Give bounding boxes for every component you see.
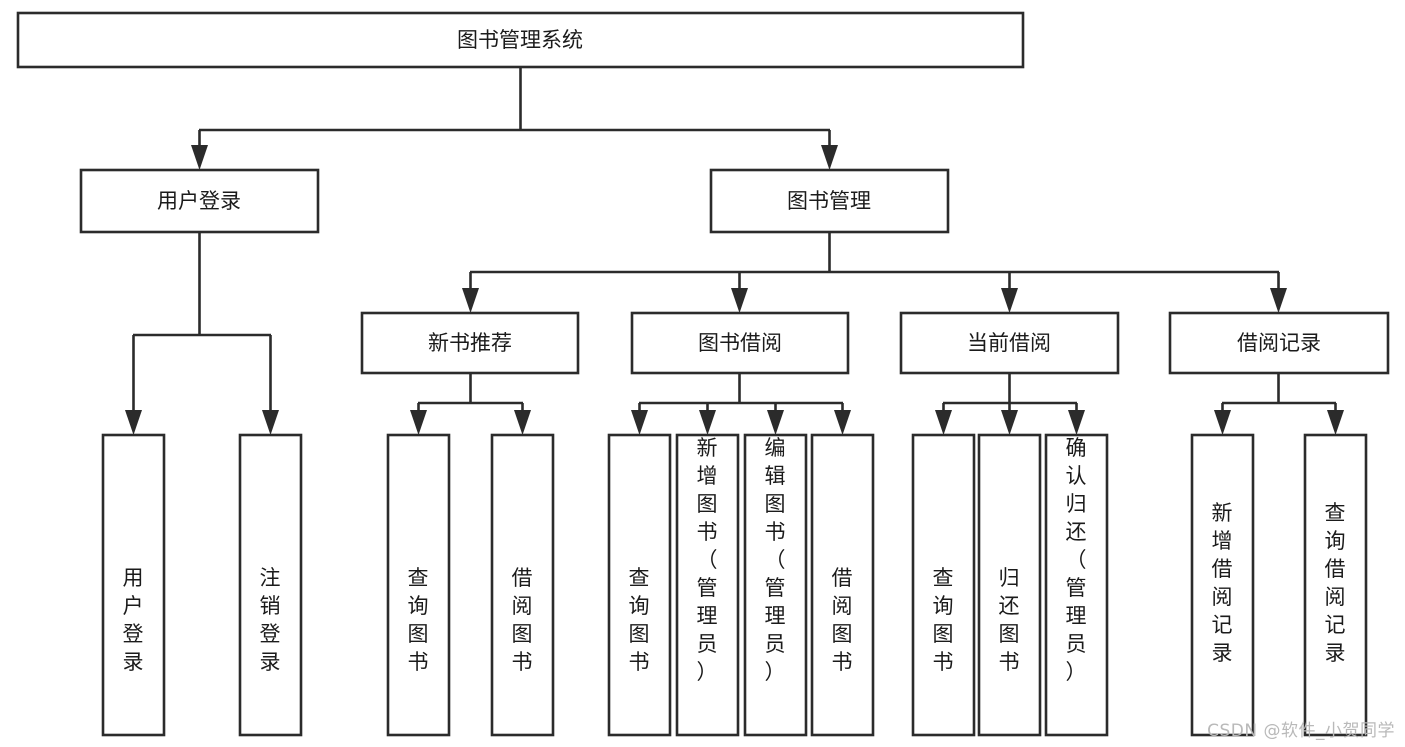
edge-group-root xyxy=(191,67,838,170)
node-leaf-logout-login[interactable]: 注销登录 xyxy=(238,433,303,737)
node-leaf-user-login-label: 用户登录 xyxy=(123,566,144,674)
node-leaf-add-book-label: 新增图书（管理员） xyxy=(697,436,718,684)
node-leaf-logout-login-label: 注销登录 xyxy=(260,566,281,674)
arrow-book-mgmt-to-new-book xyxy=(462,288,479,313)
node-leaf-edit-book-box[interactable] xyxy=(743,433,808,737)
node-leaf-logout-login-box[interactable] xyxy=(238,433,303,737)
edge-group-user-login xyxy=(125,232,279,435)
node-leaf-query-record[interactable]: 查询借阅记录 xyxy=(1303,433,1368,737)
node-borrow-record-label: 借阅记录 xyxy=(1237,331,1321,355)
node-user-login[interactable]: 用户登录 xyxy=(79,168,320,234)
node-leaf-query-book-2[interactable]: 查询图书 xyxy=(607,433,672,737)
node-leaf-user-login-box[interactable] xyxy=(101,433,166,737)
node-user-login-label: 用户登录 xyxy=(157,189,241,213)
node-leaf-query-book-1-box[interactable] xyxy=(386,433,451,737)
node-leaf-user-login[interactable]: 用户登录 xyxy=(101,433,166,737)
arrow-new-book-to-query xyxy=(410,410,427,435)
node-leaf-borrow-book-1-box[interactable] xyxy=(490,433,555,737)
node-leaf-add-book[interactable]: 新增图书（管理员） xyxy=(675,433,740,737)
node-leaf-query-book-3-box[interactable] xyxy=(911,433,976,737)
node-leaf-query-book-2-label: 查询图书 xyxy=(629,566,650,674)
node-leaf-borrow-book-1[interactable]: 借阅图书 xyxy=(490,433,555,737)
node-borrow-record-box[interactable] xyxy=(1168,311,1390,375)
node-current-borrow[interactable]: 当前借阅 xyxy=(899,311,1120,375)
node-leaf-query-record-box[interactable] xyxy=(1303,433,1368,737)
node-root[interactable]: 图书管理系统 xyxy=(16,11,1025,69)
arrow-book-borrow-to-borrow xyxy=(834,410,851,435)
node-leaf-edit-book[interactable]: 编辑图书（管理员） xyxy=(743,433,808,737)
node-leaf-add-record[interactable]: 新增借阅记录 xyxy=(1190,433,1255,737)
arrow-user-login-to-leaf2 xyxy=(262,410,279,435)
arrow-book-mgmt-to-borrow-record xyxy=(1270,288,1287,313)
node-new-book-recommend-label: 新书推荐 xyxy=(428,331,512,355)
arrow-root-to-user-login xyxy=(191,145,208,170)
arrow-borrow-record-to-query xyxy=(1327,410,1344,435)
node-root-label: 图书管理系统 xyxy=(457,28,583,52)
arrow-current-borrow-to-return xyxy=(1001,410,1018,435)
arrow-borrow-record-to-add xyxy=(1214,410,1231,435)
node-book-management-label: 图书管理 xyxy=(787,189,871,213)
csdn-watermark: CSDN @软件_小贺同学 xyxy=(1207,721,1395,741)
arrow-book-borrow-to-query xyxy=(631,410,648,435)
arrow-book-mgmt-to-book-borrow xyxy=(731,288,748,313)
node-current-borrow-box[interactable] xyxy=(899,311,1120,375)
arrow-user-login-to-leaf1 xyxy=(125,410,142,435)
node-leaf-return-book-label: 归还图书 xyxy=(999,566,1020,674)
edge-group-book-borrow xyxy=(631,373,851,435)
node-book-borrow-label: 图书借阅 xyxy=(698,331,782,355)
edge-group-borrow-record xyxy=(1214,373,1344,435)
node-leaf-borrow-book-2-label: 借阅图书 xyxy=(832,566,853,674)
node-root-box[interactable] xyxy=(16,11,1025,69)
node-leaf-borrow-book-2[interactable]: 借阅图书 xyxy=(810,433,875,737)
arrow-new-book-to-borrow xyxy=(514,410,531,435)
arrow-book-mgmt-to-current-borrow xyxy=(1001,288,1018,313)
node-book-management-box[interactable] xyxy=(709,168,950,234)
node-leaf-return-book-box[interactable] xyxy=(977,433,1042,737)
node-user-login-box[interactable] xyxy=(79,168,320,234)
node-leaf-query-book-1-label: 查询图书 xyxy=(408,566,429,674)
node-book-borrow[interactable]: 图书借阅 xyxy=(630,311,850,375)
node-leaf-borrow-book-1-label: 借阅图书 xyxy=(512,566,533,674)
node-leaf-query-book-2-box[interactable] xyxy=(607,433,672,737)
node-leaf-edit-book-label: 编辑图书（管理员） xyxy=(765,436,786,684)
node-leaf-add-record-label: 新增借阅记录 xyxy=(1212,501,1233,665)
node-book-borrow-box[interactable] xyxy=(630,311,850,375)
arrow-book-borrow-to-add xyxy=(699,410,716,435)
node-leaf-confirm-return-box[interactable] xyxy=(1044,433,1109,737)
arrow-current-borrow-to-confirm xyxy=(1068,410,1085,435)
arrow-current-borrow-to-query xyxy=(935,410,952,435)
node-current-borrow-label: 当前借阅 xyxy=(967,331,1051,355)
edge-group-book-mgmt xyxy=(462,232,1287,313)
arrow-root-to-book-mgmt xyxy=(821,145,838,170)
node-leaf-query-book-3-label: 查询图书 xyxy=(933,566,954,674)
node-leaf-query-book-3[interactable]: 查询图书 xyxy=(911,433,976,737)
node-new-book-recommend-box[interactable] xyxy=(360,311,580,375)
edge-group-new-book xyxy=(410,373,531,435)
node-leaf-add-record-box[interactable] xyxy=(1190,433,1255,737)
arrow-book-borrow-to-edit xyxy=(767,410,784,435)
node-new-book-recommend[interactable]: 新书推荐 xyxy=(360,311,580,375)
node-book-management[interactable]: 图书管理 xyxy=(709,168,950,234)
node-leaf-confirm-return[interactable]: 确认归还（管理员） xyxy=(1044,433,1109,737)
node-borrow-record[interactable]: 借阅记录 xyxy=(1168,311,1390,375)
node-leaf-query-book-1[interactable]: 查询图书 xyxy=(386,433,451,737)
node-leaf-borrow-book-2-box[interactable] xyxy=(810,433,875,737)
node-leaf-return-book[interactable]: 归还图书 xyxy=(977,433,1042,737)
node-leaf-query-record-label: 查询借阅记录 xyxy=(1325,501,1346,665)
edge-group-current-borrow xyxy=(935,373,1085,435)
node-leaf-add-book-box[interactable] xyxy=(675,433,740,737)
node-leaf-confirm-return-label: 确认归还（管理员） xyxy=(1066,436,1087,684)
